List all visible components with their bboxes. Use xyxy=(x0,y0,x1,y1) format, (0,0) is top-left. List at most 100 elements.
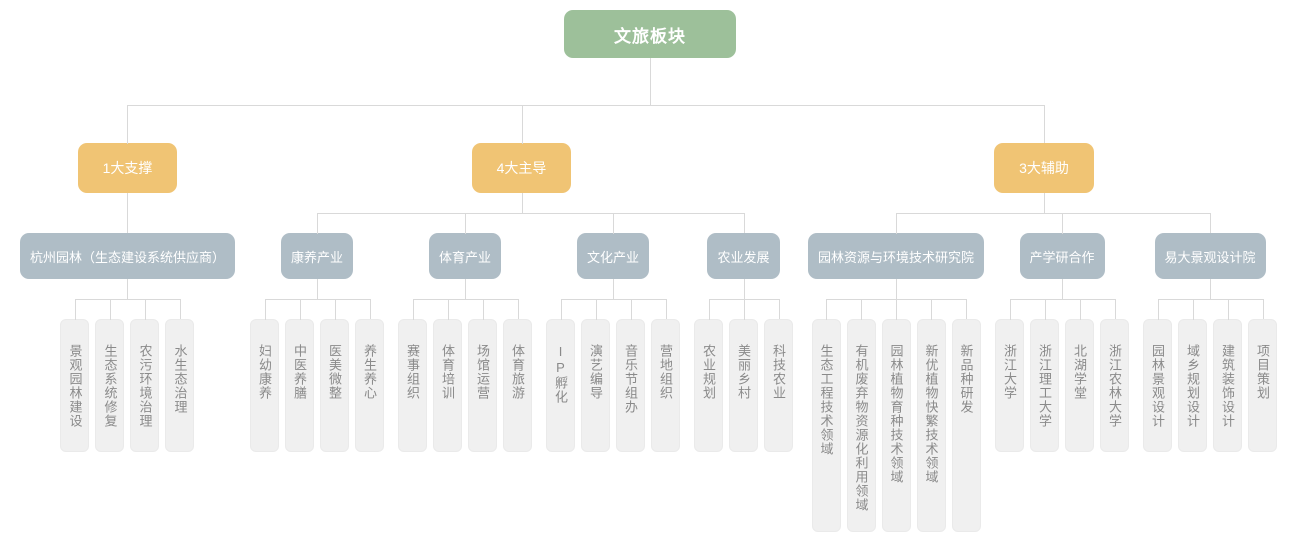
leaf-node: 建筑装饰设计 xyxy=(1213,319,1243,452)
group-culture: 文化产业 IP孵化 演艺编导 音乐节组办 营地组织 xyxy=(539,213,688,452)
leaf-item: 农业规划 xyxy=(691,299,727,452)
group-node-wellness: 康养产业 xyxy=(280,233,353,279)
leaf-item: 养生养心 xyxy=(352,299,387,452)
leaf-node: 新优植物快繁技术领域 xyxy=(916,319,946,532)
leaf-row-research-institute: 生态工程技术领域 有机废弃物资源化利用领域 园林植物育种技术领域 新优植物快繁技… xyxy=(809,279,984,532)
leaf-item: 科技农业 xyxy=(761,299,796,452)
group-node-industry-academia: 产学研合作 xyxy=(1019,233,1105,279)
leaf-item: 新优植物快繁技术领域 xyxy=(913,299,950,532)
leaf-item: 新品种研发 xyxy=(948,299,984,532)
leaf-item: 北湖学堂 xyxy=(1062,299,1099,452)
group-row-leading: 康养产业 妇幼康养 中医养膳 医美微整 养生养心 体育产业 赛事组织 体育培训 xyxy=(243,193,800,452)
leaf-node: 医美微整 xyxy=(320,319,349,452)
root-node: 文旅板块 xyxy=(564,10,736,58)
group-node-culture: 文化产业 xyxy=(576,233,649,279)
leaf-item: 美丽乡村 xyxy=(726,299,762,452)
leaf-node: 域乡规划设计 xyxy=(1178,319,1208,452)
leaf-node: IP孵化 xyxy=(546,319,575,452)
group-industry-academia: 产学研合作 浙江大学 浙江理工大学 北湖学堂 浙江农林大学 xyxy=(988,213,1138,452)
leaf-item: 浙江农林大学 xyxy=(1097,299,1132,452)
leaf-node: 音乐节组办 xyxy=(616,319,645,452)
org-chart-root-subtree: 文旅板块 1大支撑 杭州园林（生态建设系统供应商） 景观园林建设 生态系统修复 … xyxy=(14,10,1286,532)
leaf-node: 科技农业 xyxy=(764,319,793,452)
leaf-item: 景观园林建设 xyxy=(57,299,94,452)
leaf-item: 浙江大学 xyxy=(992,299,1029,452)
leaf-node: 园林植物育种技术领域 xyxy=(881,319,911,532)
leaf-item: 演艺编导 xyxy=(578,299,614,452)
branch-node-auxiliary: 3大辅助 xyxy=(994,143,1094,193)
leaf-item: 域乡规划设计 xyxy=(1175,299,1212,452)
leaf-node: 生态工程技术领域 xyxy=(811,319,841,532)
branch-node-support: 1大支撑 xyxy=(77,143,178,193)
group-node-research-institute: 园林资源与环境技术研究院 xyxy=(808,233,985,279)
leaf-node: 园林景观设计 xyxy=(1143,319,1173,452)
leaf-row-sports: 赛事组织 体育培训 场馆运营 体育旅游 xyxy=(395,279,535,452)
leaf-item: 场馆运营 xyxy=(465,299,501,452)
leaf-node: 浙江大学 xyxy=(995,319,1025,452)
branch-leading: 4大主导 康养产业 妇幼康养 中医养膳 医美微整 养生养心 体育产业 xyxy=(241,105,803,452)
leaf-node: 生态系统修复 xyxy=(95,319,125,452)
leaf-node: 农污环境治理 xyxy=(130,319,160,452)
leaf-node: 场馆运营 xyxy=(468,319,497,452)
group-sports: 体育产业 赛事组织 体育培训 场馆运营 体育旅游 xyxy=(391,213,540,452)
group-wellness: 康养产业 妇幼康养 中医养膳 医美微整 养生养心 xyxy=(243,213,392,452)
leaf-item: 生态工程技术领域 xyxy=(809,299,845,532)
group-research-institute: 园林资源与环境技术研究院 生态工程技术领域 有机废弃物资源化利用领域 园林植物育… xyxy=(804,213,990,532)
branch-support: 1大支撑 杭州园林（生态建设系统供应商） 景观园林建设 生态系统修复 农污环境治… xyxy=(14,105,243,452)
branch-auxiliary: 3大辅助 园林资源与环境技术研究院 生态工程技术领域 有机废弃物资源化利用领域 … xyxy=(802,105,1286,532)
leaf-node: 北湖学堂 xyxy=(1065,319,1095,452)
group-row-support: 杭州园林（生态建设系统供应商） 景观园林建设 生态系统修复 农污环境治理 水生态… xyxy=(16,193,239,452)
leaf-node: 妇幼康养 xyxy=(250,319,279,452)
group-hangzhou-garden: 杭州园林（生态建设系统供应商） 景观园林建设 生态系统修复 农污环境治理 水生态… xyxy=(16,213,239,452)
leaf-item: 浙江理工大学 xyxy=(1027,299,1064,452)
leaf-item: 赛事组织 xyxy=(395,299,431,452)
group-node-hangzhou-garden: 杭州园林（生态建设系统供应商） xyxy=(19,233,235,279)
leaf-node: 演艺编导 xyxy=(581,319,610,452)
leaf-node: 景观园林建设 xyxy=(60,319,90,452)
leaf-node: 浙江农林大学 xyxy=(1100,319,1130,452)
leaf-item: 建筑装饰设计 xyxy=(1210,299,1247,452)
group-row-auxiliary: 园林资源与环境技术研究院 生态工程技术领域 有机废弃物资源化利用领域 园林植物育… xyxy=(804,193,1284,532)
leaf-item: 中医养膳 xyxy=(282,299,318,452)
branch-row: 1大支撑 杭州园林（生态建设系统供应商） 景观园林建设 生态系统修复 农污环境治… xyxy=(14,58,1286,532)
group-design-institute: 易大景观设计院 园林景观设计 域乡规划设计 建筑装饰设计 项目策划 xyxy=(1136,213,1284,452)
group-node-design-institute: 易大景观设计院 xyxy=(1154,233,1266,279)
leaf-row-agriculture: 农业规划 美丽乡村 科技农业 xyxy=(691,279,796,452)
leaf-item: 体育旅游 xyxy=(500,299,535,452)
leaf-item: 生态系统修复 xyxy=(92,299,129,452)
leaf-row-industry-academia: 浙江大学 浙江理工大学 北湖学堂 浙江农林大学 xyxy=(992,279,1132,452)
leaf-node: 浙江理工大学 xyxy=(1030,319,1060,452)
leaf-row-design-institute: 园林景观设计 域乡规划设计 建筑装饰设计 项目策划 xyxy=(1140,279,1280,452)
leaf-item: 园林植物育种技术领域 xyxy=(878,299,915,532)
leaf-node: 营地组织 xyxy=(651,319,680,452)
leaf-item: 音乐节组办 xyxy=(613,299,649,452)
leaf-item: 体育培训 xyxy=(430,299,466,452)
leaf-node: 赛事组织 xyxy=(398,319,427,452)
leaf-item: 妇幼康养 xyxy=(247,299,283,452)
group-agriculture: 农业发展 农业规划 美丽乡村 科技农业 xyxy=(687,213,800,452)
leaf-row-hangzhou-garden: 景观园林建设 生态系统修复 农污环境治理 水生态治理 xyxy=(57,279,197,452)
leaf-node: 体育培训 xyxy=(433,319,462,452)
leaf-node: 养生养心 xyxy=(355,319,384,452)
leaf-node: 有机废弃物资源化利用领域 xyxy=(846,319,876,532)
leaf-node: 项目策划 xyxy=(1248,319,1278,452)
leaf-item: 有机废弃物资源化利用领域 xyxy=(843,299,880,532)
leaf-item: IP孵化 xyxy=(543,299,579,452)
leaf-node: 新品种研发 xyxy=(951,319,981,532)
leaf-node: 美丽乡村 xyxy=(729,319,758,452)
leaf-item: 项目策划 xyxy=(1245,299,1280,452)
leaf-item: 园林景观设计 xyxy=(1140,299,1177,452)
branch-node-leading: 4大主导 xyxy=(471,143,572,193)
leaf-node: 体育旅游 xyxy=(503,319,532,452)
leaf-item: 医美微整 xyxy=(317,299,353,452)
leaf-node: 水生态治理 xyxy=(165,319,195,452)
leaf-item: 农污环境治理 xyxy=(127,299,164,452)
leaf-node: 中医养膳 xyxy=(285,319,314,452)
leaf-node: 农业规划 xyxy=(694,319,723,452)
leaf-item: 水生态治理 xyxy=(162,299,197,452)
leaf-item: 营地组织 xyxy=(648,299,683,452)
group-node-agriculture: 农业发展 xyxy=(707,233,780,279)
group-node-sports: 体育产业 xyxy=(428,233,501,279)
leaf-row-wellness: 妇幼康养 中医养膳 医美微整 养生养心 xyxy=(247,279,387,452)
